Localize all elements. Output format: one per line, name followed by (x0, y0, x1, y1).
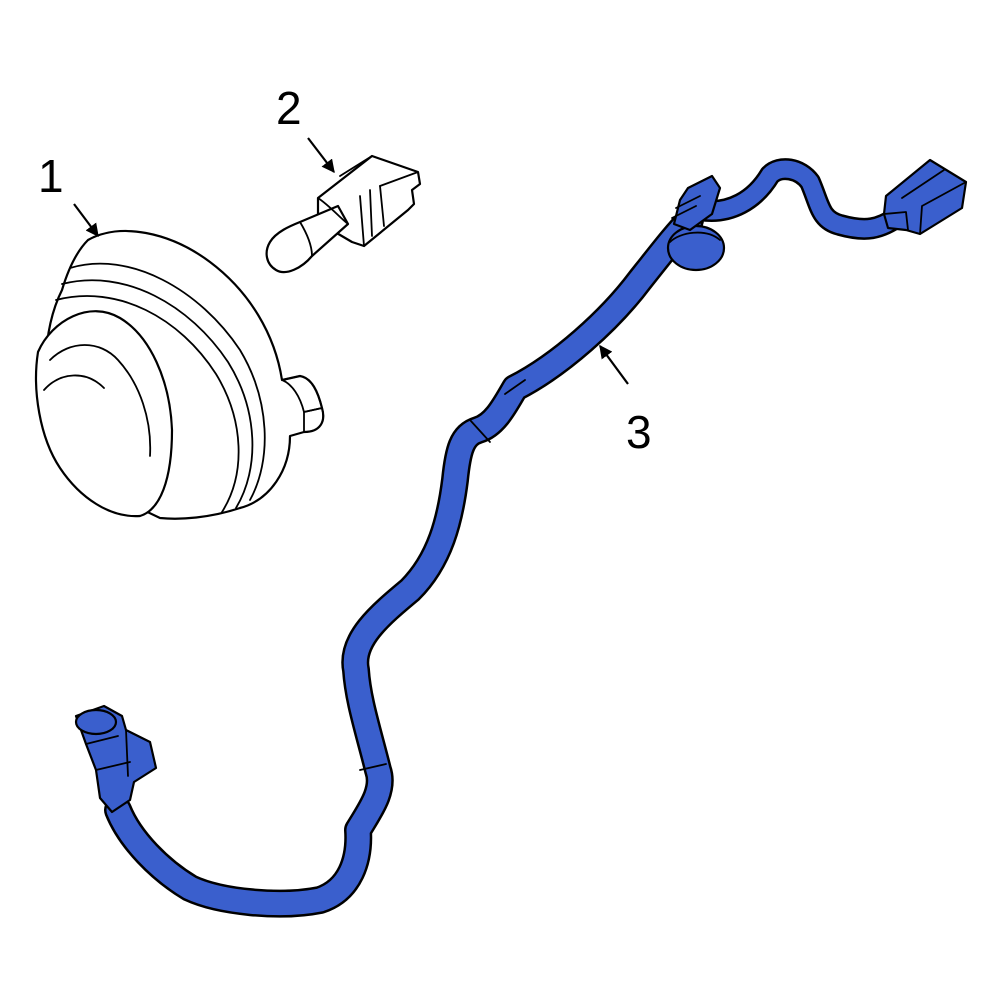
harness-fill (106, 208, 702, 916)
callout-1: 1 (38, 150, 99, 238)
harness-connector-left-edge-c (95, 761, 131, 771)
bulb-socket-edge-a (339, 155, 373, 177)
harness-connector-left-cap (74, 708, 118, 736)
callout-1-label: 1 (38, 150, 64, 202)
harness-seam-b (469, 419, 491, 443)
harness-connector-right-edge-b (919, 181, 967, 235)
wiring-harness[interactable] (74, 158, 968, 918)
callout-2-leader (307, 137, 335, 174)
harness-connector-right-edge-a (901, 169, 945, 199)
harness-connector-right-edge-c (883, 211, 909, 231)
callout-1-leader (73, 203, 99, 238)
lamp-housing-ring-b (61, 279, 254, 509)
lamp-lens-inner (43, 374, 105, 391)
harness-clip (672, 174, 722, 232)
bulb-socket-edge-d (369, 189, 373, 237)
harness-clip-ridge-a (675, 195, 701, 209)
bulb[interactable] (265, 154, 422, 274)
lamp-lens (34, 310, 174, 518)
bulb-glass (265, 204, 350, 274)
callout-3-leader (599, 344, 629, 385)
harness-clip-ridge-b (671, 205, 697, 219)
bulb-socket-edge-b (379, 171, 419, 187)
lamp-housing-ring-a (69, 262, 266, 501)
bulb-socket-edge-e (379, 185, 385, 227)
callout-3-label: 3 (626, 406, 652, 458)
harness-seam-a (504, 379, 526, 395)
callout-3: 3 (599, 344, 652, 458)
harness-grommet-line (669, 231, 721, 243)
bulb-base-band (317, 197, 349, 225)
callout-2-label: 2 (276, 82, 302, 134)
harness-branch-fill (691, 160, 909, 238)
lamp-housing[interactable] (34, 229, 325, 520)
bulb-socket-edge-c (359, 195, 365, 247)
lamp-housing-tab-face (303, 407, 325, 433)
harness-seam-c (359, 763, 387, 771)
callout-2: 2 (276, 82, 335, 174)
bulb-glass-line (299, 221, 313, 257)
harness-connector-right (882, 158, 968, 236)
harness-connector-left-edge-a (85, 735, 119, 745)
lamp-lens-highlight (49, 344, 152, 457)
harness-connector-left-edge-b (125, 729, 129, 777)
lamp-housing-ring-c (55, 295, 240, 513)
